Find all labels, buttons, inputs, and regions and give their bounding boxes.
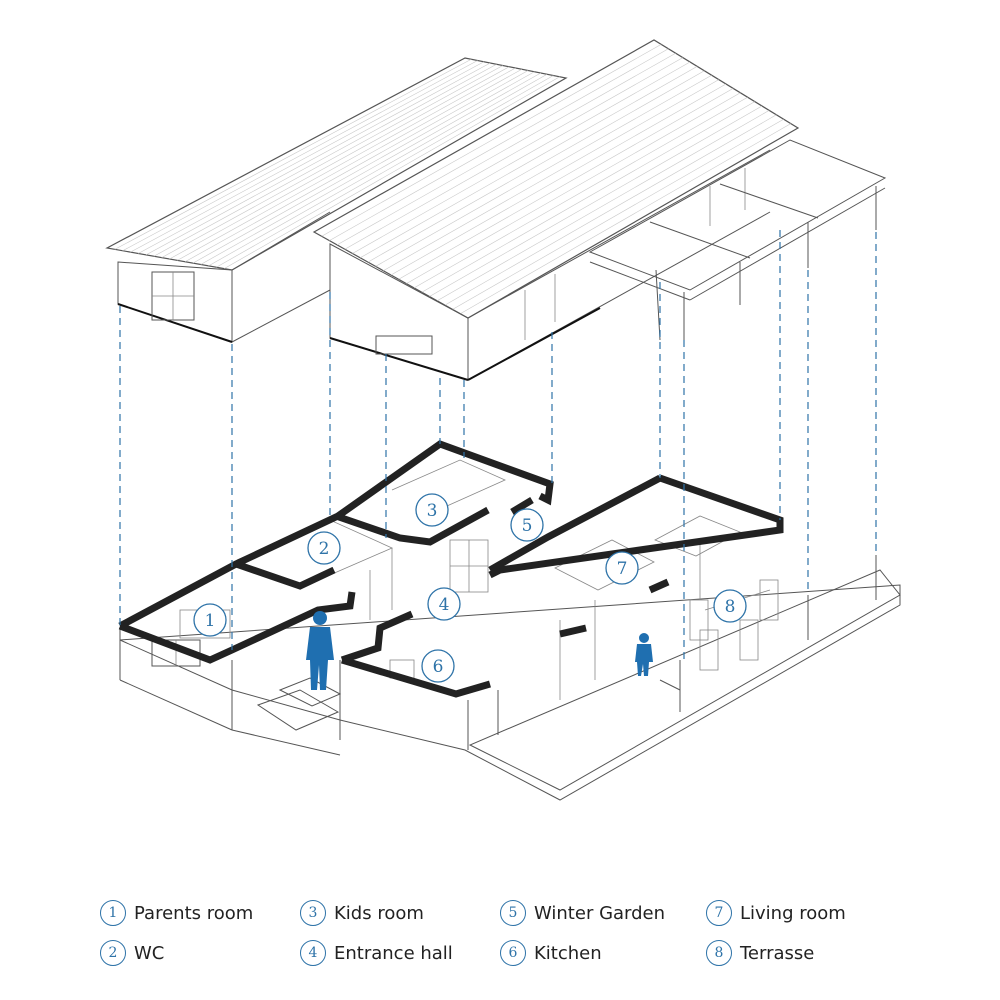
person-figure-entrance (306, 611, 334, 690)
legend-label: Parents room (134, 902, 254, 924)
legend-label: Terrasse (740, 942, 815, 964)
room-marker-8: 8 (713, 589, 747, 623)
room-legend: 1 Parents room 2 WC 3 Kids room 4 Entran… (100, 896, 960, 976)
room-markers: 1 2 3 4 5 6 7 8 (193, 493, 747, 683)
legend-item-kitchen: 6 Kitchen (500, 938, 602, 968)
projection-guide-lines (119, 230, 877, 660)
svg-text:3: 3 (427, 501, 438, 521)
svg-text:1: 1 (205, 611, 216, 631)
room-marker-1: 1 (193, 603, 227, 637)
legend-item-parents-room: 1 Parents room (100, 898, 253, 928)
legend-item-entrance-hall: 4 Entrance hall (300, 938, 453, 968)
svg-text:4: 4 (439, 595, 450, 615)
legend-item-living-room: 7 Living room (706, 898, 846, 928)
room-marker-7: 7 (605, 551, 639, 585)
legend-label: Winter Garden (534, 902, 666, 924)
legend-item-winter-garden: 5 Winter Garden (500, 898, 665, 928)
legend-number: 1 (100, 900, 126, 926)
legend-number: 6 (500, 940, 526, 966)
legend-label: Living room (740, 902, 846, 924)
svg-text:8: 8 (725, 597, 736, 617)
ground-floor-plan (118, 440, 901, 801)
legend-item-wc: 2 WC (100, 938, 164, 968)
svg-text:5: 5 (522, 516, 533, 536)
person-figure-living (635, 633, 653, 676)
legend-label: Kitchen (534, 942, 602, 964)
legend-item-kids-room: 3 Kids room (300, 898, 424, 928)
legend-label: Kids room (334, 902, 424, 924)
room-marker-3: 3 (415, 493, 449, 527)
pergola (588, 139, 887, 341)
room-marker-2: 2 (307, 531, 341, 565)
room-marker-5: 5 (510, 508, 544, 542)
legend-label: WC (134, 942, 165, 964)
legend-item-terrasse: 8 Terrasse (706, 938, 814, 968)
room-marker-4: 4 (427, 587, 461, 621)
legend-number: 3 (300, 900, 326, 926)
svg-text:7: 7 (617, 559, 628, 579)
svg-text:2: 2 (319, 539, 330, 559)
legend-label: Entrance hall (334, 942, 453, 964)
legend-number: 4 (300, 940, 326, 966)
main-wing-roof (312, 39, 800, 381)
exploded-axonometric-drawing: 1 2 3 4 5 6 7 8 (105, 39, 901, 801)
left-wing-roof (105, 57, 568, 343)
legend-number: 2 (100, 940, 126, 966)
legend-number: 5 (500, 900, 526, 926)
room-marker-6: 6 (421, 649, 455, 683)
legend-number: 8 (706, 940, 732, 966)
svg-text:6: 6 (433, 657, 444, 677)
legend-number: 7 (706, 900, 732, 926)
